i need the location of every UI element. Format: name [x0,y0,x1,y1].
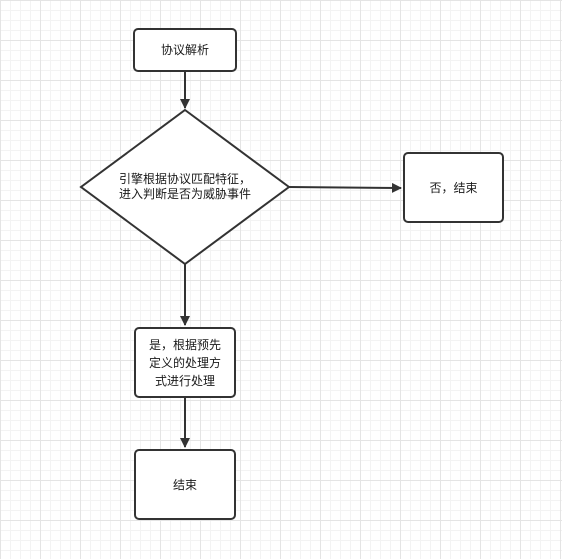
no-end-box: 否，结束 [403,152,504,223]
yes-process-line2: 定义的处理方 [148,355,221,370]
yes-process-line1: 是，根据预先 [148,337,221,352]
yes-process-box: 是，根据预先 定义的处理方 式进行处理 [134,327,236,398]
yes-process-line3: 式进行处理 [154,373,215,388]
end-label: 结束 [172,477,197,492]
decision-label-line1: 引擎根据协议匹配特征， [118,172,251,186]
process-parse-label: 协议解析 [160,43,209,57]
process-parse-box: 协议解析 [133,28,237,72]
no-end-label: 否，结束 [429,180,478,195]
decision-label: 引擎根据协议匹配特征， 进入判断是否为威胁事件 [81,172,289,202]
decision-label-line2: 进入判断是否为威胁事件 [118,187,251,201]
arrow-decision-to-no-end [288,182,402,193]
end-box: 结束 [134,449,236,520]
